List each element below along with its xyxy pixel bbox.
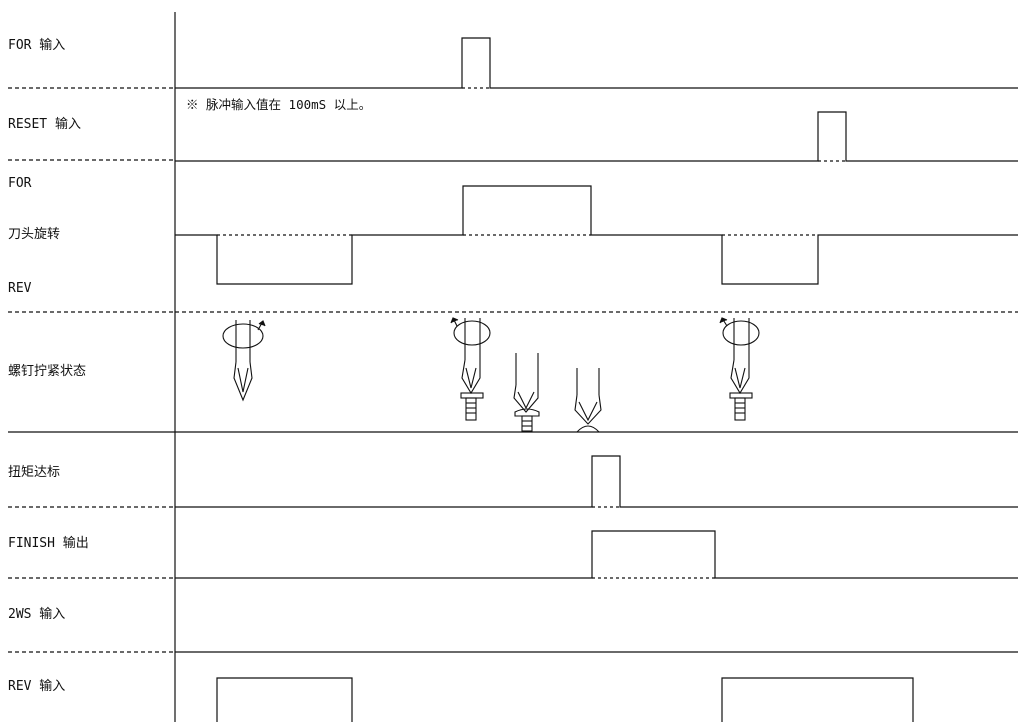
- for-input-label: FOR 输入: [8, 38, 65, 54]
- rev-input-label: REV 输入: [8, 679, 65, 695]
- screw-seating-icon: [514, 353, 539, 431]
- screwdriver-forward-icon: [451, 318, 490, 420]
- finish-output-waveform: [175, 531, 1018, 578]
- torque-label: 扭矩达标: [8, 465, 60, 481]
- row-separators: [8, 88, 1018, 652]
- rev-input-waveform: [217, 678, 913, 722]
- screwdriver-reverse-icon: [223, 320, 265, 400]
- rotation-waveform: [175, 186, 1018, 284]
- pulse-note: ※ 脉冲输入值在 100mS 以上。: [186, 97, 371, 113]
- finish-output-label: FINISH 输出: [8, 536, 89, 552]
- rotation-label: 刀头旋转: [8, 227, 60, 243]
- reset-input-label: RESET 输入: [8, 117, 81, 133]
- screw-seated-icon: [575, 368, 601, 432]
- reset-input-waveform: [175, 112, 1018, 161]
- rotation-rev-label: REV: [8, 281, 31, 297]
- torque-waveform: [175, 456, 1018, 507]
- screwdriver-forward-icon: [720, 318, 759, 420]
- for-input-waveform: [175, 38, 1018, 88]
- ws2-input-label: 2WS 输入: [8, 607, 65, 623]
- rotation-for-label: FOR: [8, 176, 31, 192]
- screw-state-label: 螺钉拧紧状态: [8, 364, 86, 380]
